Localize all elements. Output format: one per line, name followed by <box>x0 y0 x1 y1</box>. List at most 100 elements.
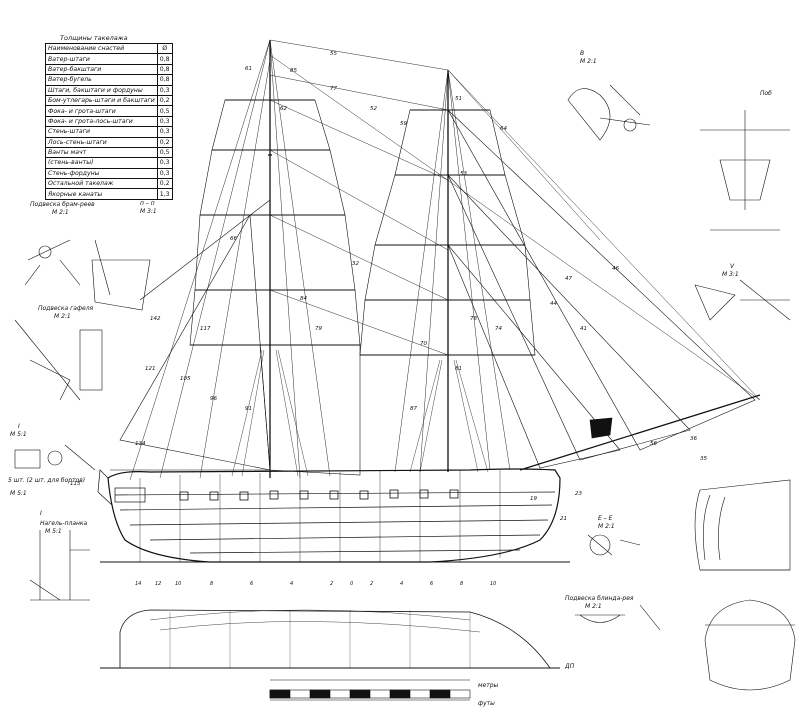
rope-thickness: 0,3 <box>156 157 173 169</box>
rope-name: Остальной такелаж <box>45 178 158 190</box>
rope-name: Фока- и грота-лось-штаги <box>45 115 158 128</box>
rope-thickness: 1,3 <box>156 188 173 200</box>
detail-gafel <box>14 319 103 401</box>
table-row: (стень-ванты)0,3 <box>45 157 173 169</box>
detail-title-ia: I <box>40 510 42 517</box>
detail-title: Подвеска блинда-рея <box>565 595 634 602</box>
detail-title: V <box>730 263 735 270</box>
station-mark: 8 <box>460 581 463 587</box>
callout: 87 <box>410 406 417 412</box>
callout: 91 <box>245 406 252 412</box>
callout: 51 <box>455 96 462 102</box>
jib-sails <box>447 109 756 469</box>
station-mark: 12 <box>155 581 161 587</box>
callout: 44 <box>550 301 557 307</box>
detail-scale: М 5:1 <box>10 431 27 438</box>
rope-thickness: 0,8 <box>156 53 173 65</box>
detail-scale-ia: М 5:1 <box>10 490 27 497</box>
callout: 105 <box>180 376 191 382</box>
callout: 62 <box>280 106 287 112</box>
rope-thickness: 0,2 <box>156 136 173 148</box>
detail-title: Подвеска гафеля <box>38 305 94 312</box>
rope-thickness: 0,3 <box>156 84 173 96</box>
callout: 64 <box>500 126 507 132</box>
rope-name: Фока- и грота-штаги <box>45 105 158 117</box>
detail-scale: М 5:1 <box>45 528 62 535</box>
callout: 19 <box>530 496 537 502</box>
callout: 66 <box>230 236 237 242</box>
callout: 53 <box>460 171 467 177</box>
station-mark: 14 <box>135 581 141 587</box>
station-mark: 10 <box>175 581 181 587</box>
rope-name: (стень-ванты) <box>45 157 158 169</box>
callout: 36 <box>690 436 697 442</box>
station-mark: 2 <box>370 581 373 587</box>
callout: 77 <box>330 86 337 92</box>
rope-name: Якорные канаты <box>45 188 158 200</box>
main-sails <box>189 99 361 476</box>
bort-note: 5 шт. (2 шт. для бортов) <box>8 477 85 484</box>
rigging <box>129 39 761 481</box>
callout: 59 <box>400 121 407 127</box>
flags <box>91 259 613 439</box>
callout: 47 <box>565 276 572 282</box>
callout: 117 <box>200 326 211 332</box>
detail-title: I <box>18 423 20 430</box>
detail-section-ee <box>587 534 641 556</box>
rope-name: Стень-штаги <box>45 126 158 138</box>
detail-section-v <box>567 84 651 141</box>
callout: 21 <box>560 516 567 522</box>
callout: 55 <box>330 51 337 57</box>
table-title: Толщины такелажа <box>60 34 128 42</box>
rope-thickness: 0,5 <box>156 146 173 159</box>
rope-thickness: 0,8 <box>156 74 173 86</box>
detail-bram-rey <box>24 239 111 296</box>
detail-title: Е – Е <box>598 515 613 522</box>
detail-scale: М 2:1 <box>54 313 71 320</box>
callout: 84 <box>300 296 307 302</box>
detail-section-v2 <box>694 279 791 321</box>
detail-scale: М 2:1 <box>52 209 69 216</box>
rope-thickness: 0,3 <box>156 126 173 138</box>
detail-nagel <box>14 444 96 471</box>
callout: 96 <box>210 396 217 402</box>
rope-name: Ватер-бакштаги <box>45 63 158 76</box>
callout: 81 <box>455 366 462 372</box>
callout: 142 <box>150 316 161 322</box>
rope-name: Штаги, бакштаги и фордуны <box>45 84 158 96</box>
detail-title: Нагель-планка <box>40 520 88 527</box>
rope-thickness: 0,5 <box>156 105 173 117</box>
body-plan <box>694 479 791 571</box>
rope-name: Наименование снастей <box>45 42 158 55</box>
station-mark: 4 <box>400 581 403 587</box>
detail-title: В <box>580 50 584 57</box>
rope-name: Ватер-бугель <box>45 74 158 86</box>
stern-view <box>704 599 796 691</box>
rope-name: Ватер-штаги <box>45 53 158 65</box>
hull <box>97 468 570 563</box>
scale-bar <box>269 679 471 701</box>
station-mark: 8 <box>210 581 213 587</box>
rope-name: Стень-фордуны <box>45 167 158 180</box>
bowsprit <box>519 394 761 471</box>
rope-name: Лось-стень-штаги <box>45 136 158 148</box>
detail-scale: М 3:1 <box>140 208 157 215</box>
callout: 115 <box>70 481 81 487</box>
detail-scale: М 2:1 <box>580 58 597 65</box>
scale-unit-label: метры <box>478 682 499 689</box>
callout: 32 <box>352 261 359 267</box>
callout: 121 <box>145 366 156 372</box>
callout: 74 <box>495 326 502 332</box>
callout: 46 <box>612 266 619 272</box>
station-mark: 10 <box>490 581 496 587</box>
shrouds <box>231 349 489 477</box>
